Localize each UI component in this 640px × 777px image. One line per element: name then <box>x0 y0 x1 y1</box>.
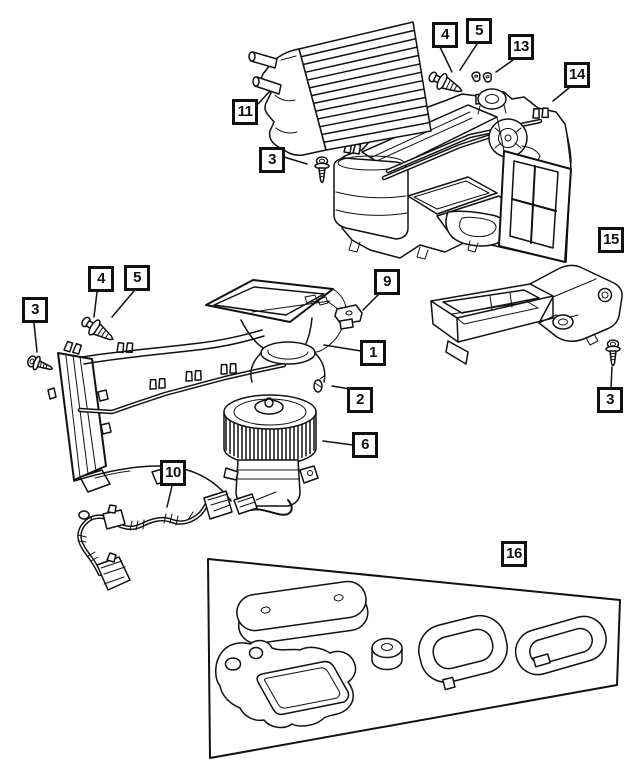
resistor-9 <box>326 300 363 330</box>
callout-15[interactable]: 15 <box>598 227 624 253</box>
kit-oval-pad <box>236 580 369 645</box>
seal-gasket-kit <box>207 558 621 759</box>
retainer-clips-13 <box>470 68 494 86</box>
callout-13[interactable]: 13 <box>508 34 534 60</box>
callout-3-top[interactable]: 3 <box>259 147 285 173</box>
wiring-harness <box>77 490 233 591</box>
callout-1[interactable]: 1 <box>360 340 386 366</box>
callout-6[interactable]: 6 <box>352 432 378 458</box>
blower-intake-housing <box>47 279 347 502</box>
motor-mount-dome <box>477 88 507 110</box>
callout-3-left[interactable]: 3 <box>22 297 48 323</box>
callout-3-right[interactable]: 3 <box>597 387 623 413</box>
screw-3-right <box>605 339 621 367</box>
callout-11[interactable]: 11 <box>232 99 258 125</box>
distribution-duct <box>430 264 623 365</box>
kit-flat-gasket <box>215 639 357 729</box>
recirc-duct <box>407 176 498 215</box>
callout-2[interactable]: 2 <box>347 387 373 413</box>
blend-door-frame <box>498 150 572 263</box>
callout-14[interactable]: 14 <box>564 62 590 88</box>
harness-plug <box>203 490 233 520</box>
clip-2 <box>313 375 325 393</box>
screw-3-top <box>314 156 330 184</box>
kit-oval-seal-ring <box>514 615 607 676</box>
callout-10[interactable]: 10 <box>160 460 186 486</box>
blower-motor-and-wheel <box>223 394 319 516</box>
stud-4-5-left <box>77 312 119 348</box>
support-bracket <box>57 352 107 481</box>
stud-4-5-top <box>425 67 467 100</box>
callout-5-left[interactable]: 5 <box>124 265 150 291</box>
intake-opening <box>205 279 334 323</box>
callout-4-top[interactable]: 4 <box>432 22 458 48</box>
leader-lines <box>33 43 613 508</box>
screw-3-left <box>25 352 56 377</box>
callout-16[interactable]: 16 <box>501 541 527 567</box>
callout-5-top[interactable]: 5 <box>466 18 492 44</box>
heater-core <box>248 21 432 156</box>
kit-grommet <box>371 637 403 671</box>
fasteners <box>25 67 621 393</box>
callout-9[interactable]: 9 <box>374 269 400 295</box>
motor-pigtail <box>251 499 293 516</box>
callout-4-left[interactable]: 4 <box>88 266 114 292</box>
kit-square-seal-ring <box>418 614 508 691</box>
